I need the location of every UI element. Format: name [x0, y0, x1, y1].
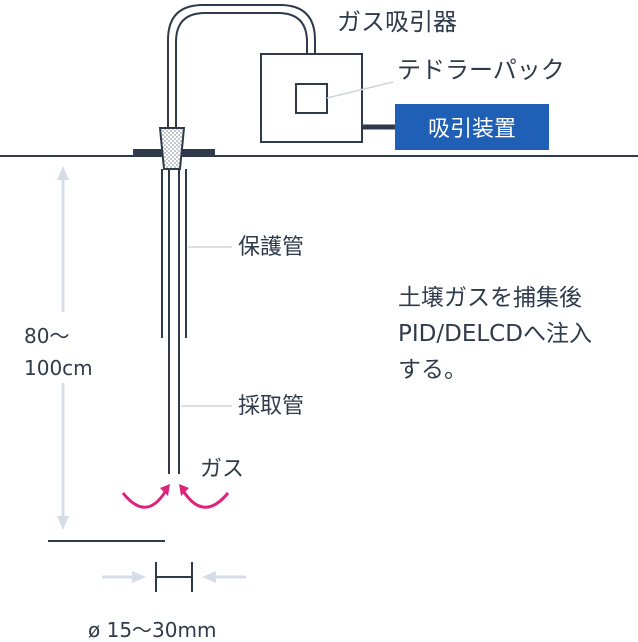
- description-line: する。: [398, 357, 467, 383]
- tedlar-pack-leader: [326, 81, 394, 99]
- gas-arrow-right: [182, 491, 230, 509]
- sampling-pipe-label: 採取管: [238, 394, 305, 419]
- description-text: 土壌ガスを捕集後 PID/DELCDへ注入 する。: [398, 280, 592, 388]
- diameter-label: ø 15～30mm: [88, 618, 217, 642]
- gas-arrow-left-head: [160, 484, 170, 496]
- depth-line: 100cm: [24, 356, 93, 380]
- gas-arrow-right-head: [179, 484, 189, 496]
- gas-sampler-label: ガス吸引器: [337, 8, 457, 36]
- diameter-arrow-left-head: [132, 571, 146, 583]
- protection-pipe-label: 保護管: [238, 235, 305, 260]
- tedlar-pack-label: テドラーパック: [397, 56, 565, 84]
- description-line: PID/DELCDへ注入: [398, 321, 592, 347]
- description-line: 土壌ガスを捕集後: [398, 285, 582, 311]
- depth-label: 80～ 100cm: [24, 320, 93, 384]
- diameter-arrow-right-head: [202, 571, 216, 583]
- depth-arrow-head-top: [57, 166, 69, 180]
- tedlar-pack: [295, 83, 328, 114]
- gas-arrow-left: [121, 491, 167, 509]
- depth-line: 80～: [24, 324, 70, 348]
- sampling-hose-inner: [175, 12, 308, 130]
- suction-device-label: 吸引装置: [395, 104, 549, 150]
- sampling-hose: [167, 4, 316, 130]
- depth-arrow-head-bottom: [57, 516, 69, 530]
- pipe-filter: [158, 127, 186, 170]
- gas-label: ガス: [200, 457, 245, 482]
